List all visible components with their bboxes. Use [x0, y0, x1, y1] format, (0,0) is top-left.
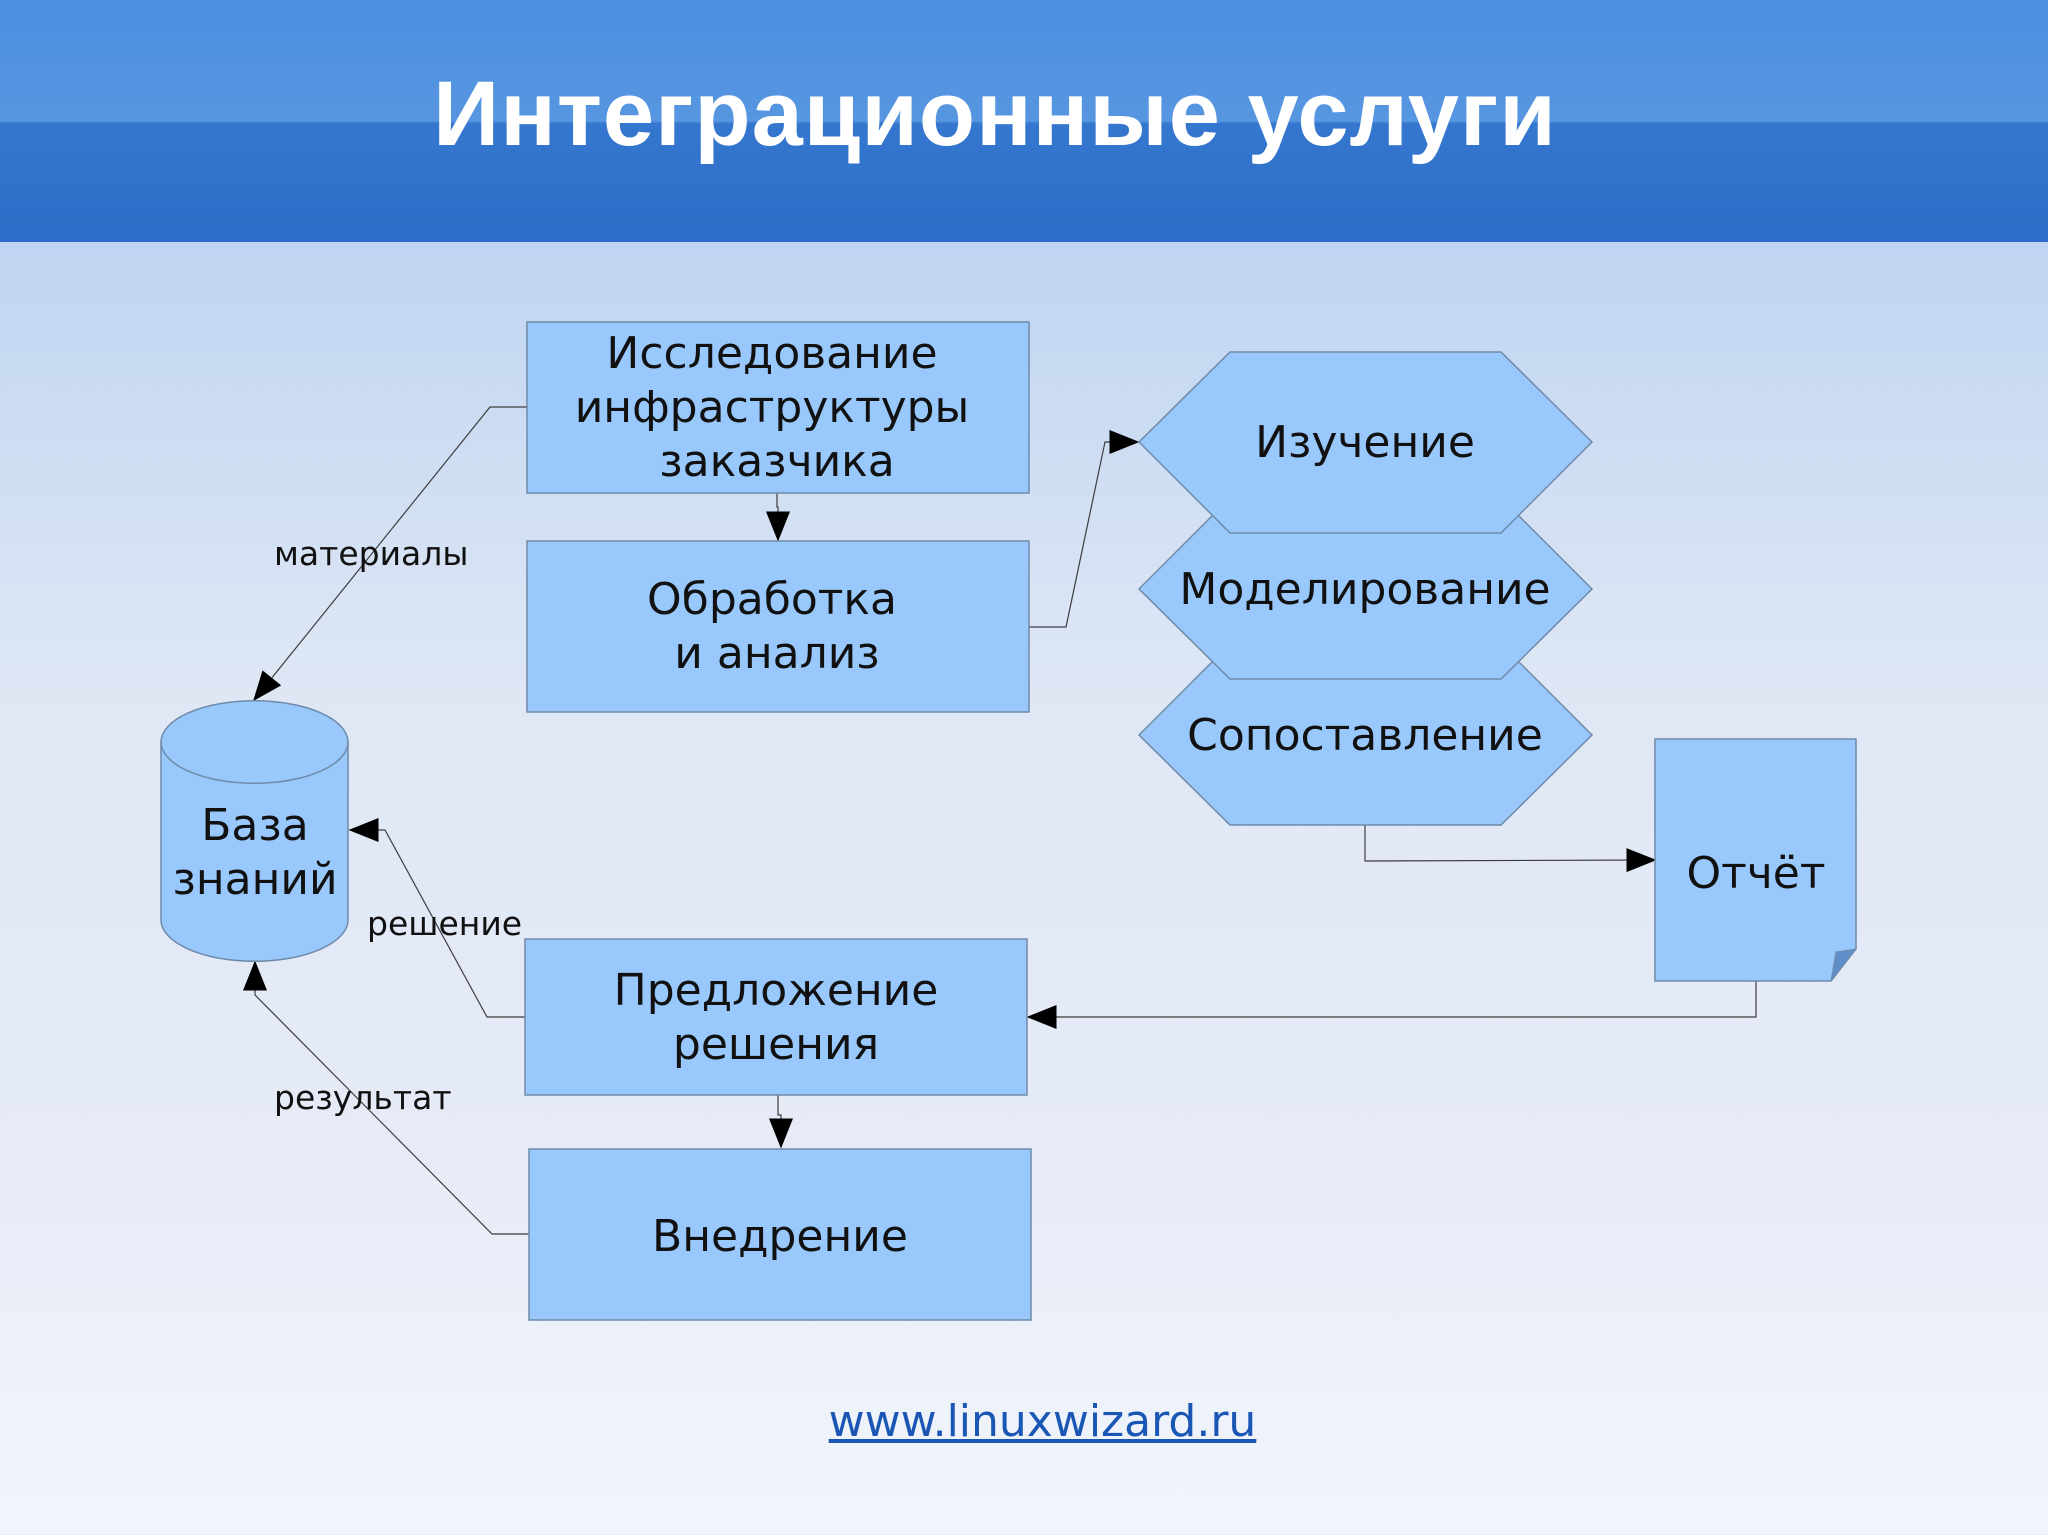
research-label-line1: Исследование	[606, 328, 937, 379]
solution-node: Предложение решения	[524, 938, 1028, 1096]
edge-label-decision: решение	[367, 904, 522, 943]
research-node: Исследование инфраструктуры заказчика	[526, 321, 1030, 494]
edge-solution-to-kb	[348, 818, 525, 1018]
comparison-node: Сопоставление	[1137, 643, 1594, 826]
report-label: Отчёт	[1687, 848, 1826, 899]
page-title: Интеграционные услуги	[433, 63, 1557, 165]
modeling-label: Моделирование	[1179, 564, 1550, 615]
solution-label-line2: решения	[673, 1019, 879, 1070]
edge-processing-to-study	[1029, 430, 1140, 628]
processing-label-line2: и анализ	[674, 628, 879, 679]
processing-label-line1: Обработка	[647, 574, 897, 625]
implementation-label: Внедрение	[652, 1211, 908, 1262]
header-banner	[0, 0, 2048, 242]
knowledge-base-node: База знаний	[160, 700, 349, 962]
knowledge-base-label-line1: База	[201, 800, 309, 851]
implementation-node: Внедрение	[528, 1148, 1032, 1321]
edge-label-result: результат	[274, 1078, 452, 1117]
modeling-node: Моделирование	[1137, 497, 1594, 680]
edge-research-to-kb	[253, 406, 527, 702]
research-label-line3: заказчика	[659, 436, 894, 487]
comparison-label: Сопоставление	[1187, 710, 1543, 761]
knowledge-base-label-line2: знаний	[172, 854, 337, 905]
edge-label-materials: материалы	[274, 534, 468, 573]
edge-implementation-to-kb	[243, 960, 529, 1235]
processing-node: Обработка и анализ	[526, 540, 1030, 713]
study-node: Изучение	[1137, 351, 1594, 534]
solution-label-line1: Предложение	[614, 965, 939, 1016]
research-label-line2: инфраструктуры	[575, 382, 970, 433]
edge-comparison-to-report	[1364, 825, 1657, 873]
study-label: Изучение	[1255, 417, 1475, 468]
edge-solution-to-implementation	[769, 1095, 793, 1149]
edge-report-to-solution	[1026, 981, 1757, 1029]
website-link[interactable]: www.linuxwizard.ru	[828, 1396, 1257, 1447]
report-node: Отчёт	[1654, 738, 1858, 982]
edge-research-to-processing	[766, 493, 790, 542]
